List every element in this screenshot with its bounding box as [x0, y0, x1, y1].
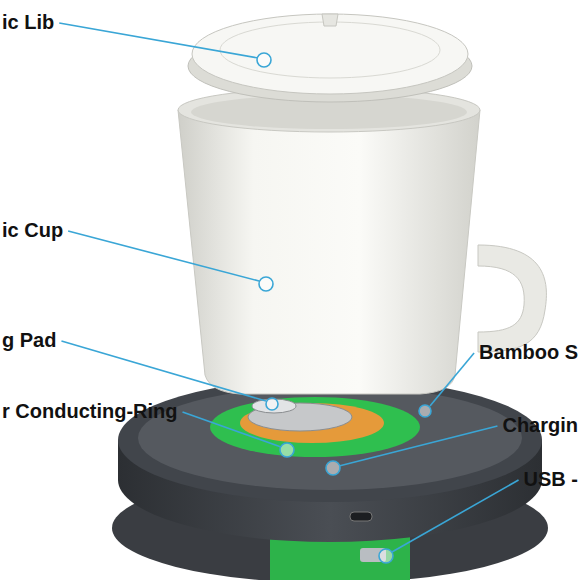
- pad-contact: [252, 399, 296, 413]
- callout-dot: [419, 405, 431, 417]
- usb-port: [350, 512, 372, 521]
- leader-line: [59, 23, 258, 58]
- cup-handle: [478, 245, 546, 352]
- callout-dot: [259, 277, 273, 291]
- lid-notch: [322, 14, 338, 26]
- leader-line: [430, 353, 474, 406]
- part-label: Chargin: [502, 413, 578, 437]
- pcb-ring: [210, 397, 420, 457]
- part-label: ic Cup: [2, 218, 63, 242]
- part-label: Bamboo S: [479, 340, 578, 364]
- part-label: r Conducting-Ring: [2, 399, 178, 423]
- part-label: USB -: [524, 467, 578, 491]
- leader-line: [339, 426, 497, 466]
- callout-dot: [379, 549, 393, 563]
- leader-line: [68, 231, 259, 281]
- cup-body: [178, 110, 480, 394]
- callout-dot: [257, 53, 271, 67]
- base-top: [118, 378, 542, 502]
- leader-line: [392, 480, 519, 552]
- callout-dot: [266, 398, 278, 410]
- part-label: g Pad: [2, 328, 56, 352]
- bamboo-seat: [138, 386, 522, 490]
- leader-line: [183, 412, 281, 447]
- callout-dot: [326, 461, 340, 475]
- lid-groove: [220, 22, 440, 78]
- callout-dot: [280, 443, 294, 457]
- leader-line: [61, 341, 266, 401]
- part-label: ic Lib: [2, 10, 54, 34]
